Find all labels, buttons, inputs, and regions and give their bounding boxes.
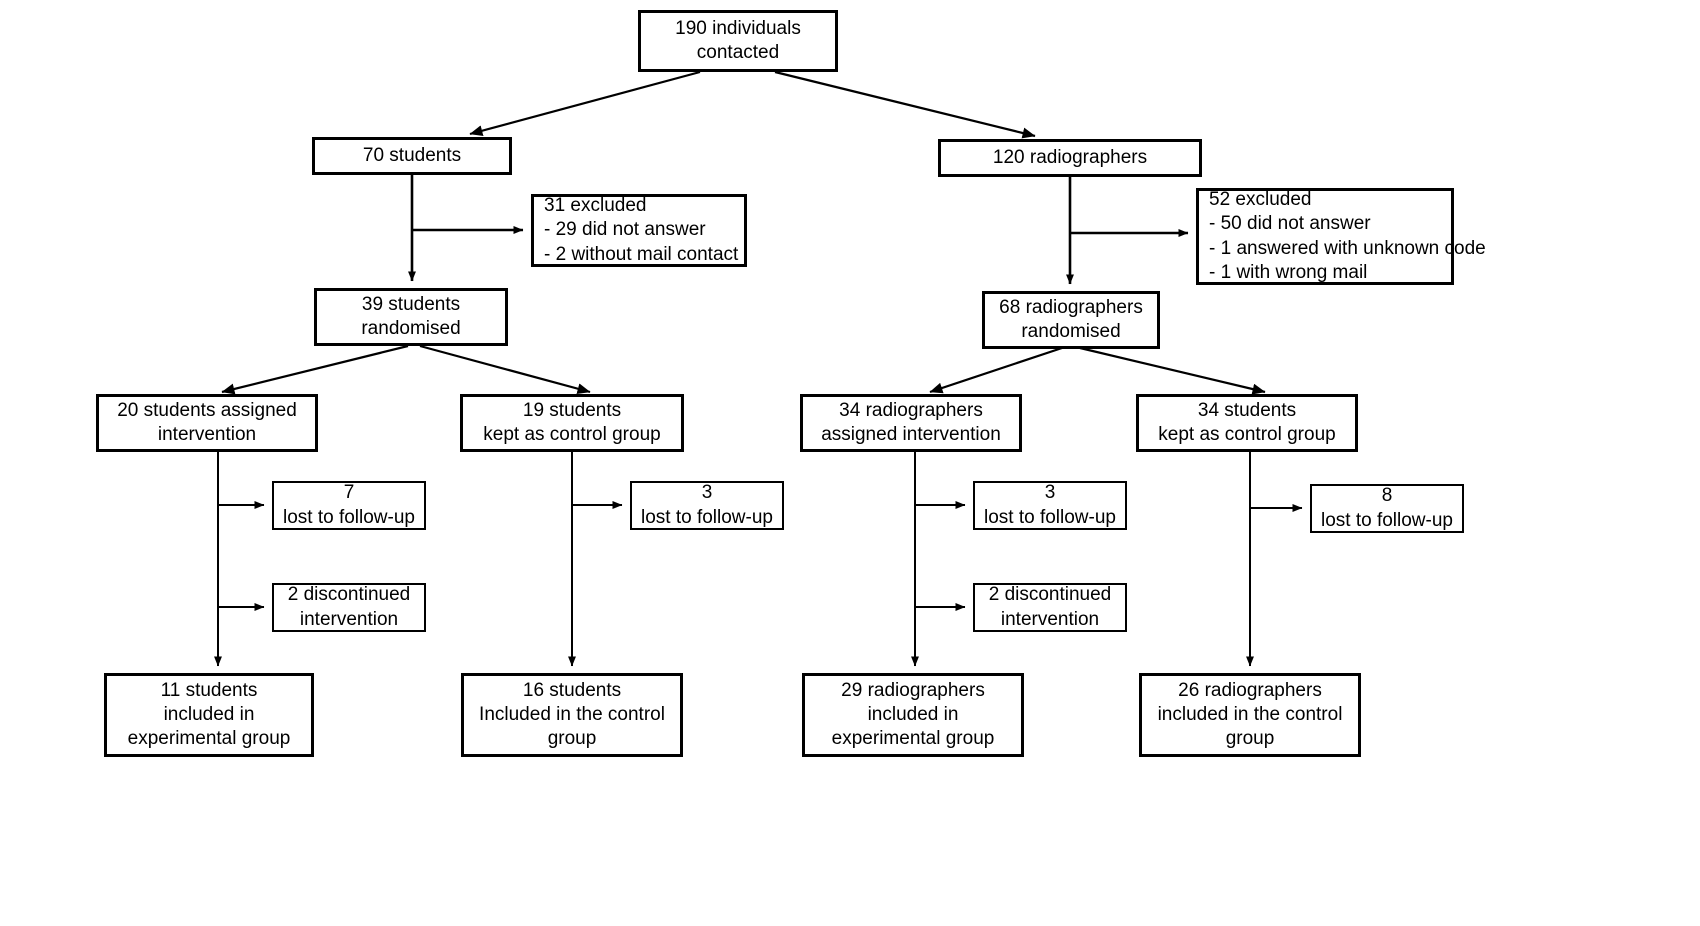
node-radiographers-excluded-line-1: 52 excluded	[1209, 188, 1312, 210]
node-students-control-final[interactable]: 16 students Included in the control grou…	[461, 673, 683, 757]
node-students-control-final-line-3: group	[547, 728, 597, 750]
node-contacted-line-1: 190 individuals	[675, 17, 801, 39]
node-students-intervention-line-2: intervention	[157, 424, 257, 445]
node-radiographers-randomised-line-1: 68 radiographers	[999, 296, 1143, 318]
node-students-intervention-discontinued-line-2: intervention	[299, 608, 399, 630]
node-radiographers-control-line-1: 34 students	[1197, 399, 1297, 421]
node-radiographers-experimental-final[interactable]: 29 radiographers included in experimenta…	[802, 673, 1024, 757]
node-radiographers-control-lost-line-2: lost to follow-up	[1320, 509, 1453, 531]
node-radiographers-experimental-final-line-2: included in	[867, 703, 959, 725]
edge-randomised-students-to-control	[419, 344, 591, 395]
node-radiographers-excluded-line-4: - 1 with wrong mail	[1209, 261, 1368, 283]
node-students-intervention-lost-line-2: lost to follow-up	[282, 506, 415, 528]
node-students-experimental-final-line-3: experimental group	[127, 728, 291, 750]
node-students-randomised[interactable]: 39 students randomised	[314, 288, 508, 346]
node-students-intervention-lost-line-1: 7	[343, 482, 355, 504]
node-students-excluded[interactable]: 31 excluded - 29 did not answer - 2 with…	[531, 194, 747, 267]
node-radiographers-control-final-line-2: included in the control	[1157, 703, 1343, 725]
node-radiographers-intervention-discontinued-line-1: 2 discontinued	[988, 584, 1112, 606]
node-students-control-final-line-2: Included in the control	[479, 703, 665, 725]
node-radiographers-experimental-final-line-3: experimental group	[831, 728, 995, 750]
node-radiographers-total-line-1: 120 radiographers	[992, 146, 1148, 168]
node-radiographers-intervention-line-1: 34 radiographers	[839, 399, 983, 421]
node-radiographers-excluded-line-3: - 1 answered with unknown code	[1209, 237, 1486, 259]
node-students-experimental-final-line-2: included in	[163, 703, 255, 725]
node-radiographers-control-line-2: kept as control group	[1158, 424, 1336, 445]
node-students-randomised-line-2: randomised	[361, 318, 461, 339]
node-contacted-line-2: contacted	[696, 42, 780, 63]
node-students-intervention-line-1: 20 students assigned	[117, 399, 297, 421]
node-students-intervention-discontinued[interactable]: 2 discontinued intervention	[272, 583, 426, 632]
node-students-control-lost-line-2: lost to follow-up	[640, 506, 773, 528]
node-students-experimental-final[interactable]: 11 students included in experimental gro…	[104, 673, 314, 757]
node-radiographers-randomised[interactable]: 68 radiographers randomised	[982, 291, 1160, 349]
edge-randomised-students-to-intervention	[221, 344, 409, 395]
node-students-excluded-line-2: - 29 did not answer	[544, 219, 706, 241]
node-radiographers-intervention-line-2: assigned intervention	[821, 424, 1001, 445]
node-students-control[interactable]: 19 students kept as control group	[460, 394, 684, 452]
node-radiographers-intervention-discontinued-line-2: intervention	[1000, 608, 1100, 630]
node-students-excluded-line-3: - 2 without mail contact	[544, 243, 739, 265]
node-radiographers-intervention-lost[interactable]: 3 lost to follow-up	[973, 481, 1127, 530]
node-radiographers-total[interactable]: 120 radiographers	[938, 139, 1202, 177]
edge-contacted-to-students	[469, 70, 701, 137]
node-students-total-line-1: 70 students	[362, 144, 462, 166]
node-students-control-line-2: kept as control group	[483, 424, 661, 445]
node-radiographers-control-lost[interactable]: 8 lost to follow-up	[1310, 484, 1464, 533]
node-radiographers-intervention-discontinued[interactable]: 2 discontinued intervention	[973, 583, 1127, 632]
edge-contacted-to-radiographers	[774, 70, 1036, 139]
node-radiographers-intervention[interactable]: 34 radiographers assigned intervention	[800, 394, 1022, 452]
node-students-intervention-lost[interactable]: 7 lost to follow-up	[272, 481, 426, 530]
node-contacted[interactable]: 190 individuals contacted	[638, 10, 838, 72]
node-students-total[interactable]: 70 students	[312, 137, 512, 175]
node-students-randomised-line-1: 39 students	[361, 293, 461, 315]
node-radiographers-intervention-lost-line-2: lost to follow-up	[983, 506, 1116, 528]
node-students-control-final-line-1: 16 students	[522, 679, 622, 701]
node-radiographers-control-final[interactable]: 26 radiographers included in the control…	[1139, 673, 1361, 757]
node-students-experimental-final-line-1: 11 students	[160, 679, 258, 701]
node-radiographers-control-final-line-1: 26 radiographers	[1178, 679, 1322, 701]
node-students-control-lost-line-1: 3	[701, 482, 713, 504]
node-radiographers-control-lost-line-1: 8	[1381, 485, 1393, 507]
node-students-control-line-1: 19 students	[522, 399, 622, 421]
node-students-control-lost[interactable]: 3 lost to follow-up	[630, 481, 784, 530]
edge-randomised-radiographers-to-control	[1079, 346, 1266, 395]
node-students-intervention-discontinued-line-1: 2 discontinued	[287, 584, 411, 606]
node-radiographers-excluded[interactable]: 52 excluded - 50 did not answer - 1 answ…	[1196, 188, 1486, 285]
node-students-excluded-line-1: 31 excluded	[544, 195, 647, 217]
node-students-intervention[interactable]: 20 students assigned intervention	[96, 394, 318, 452]
node-radiographers-intervention-lost-line-1: 3	[1044, 482, 1056, 504]
node-radiographers-control[interactable]: 34 students kept as control group	[1136, 394, 1358, 452]
node-radiographers-excluded-line-2: - 50 did not answer	[1209, 213, 1371, 235]
edge-randomised-radiographers-to-intervention	[929, 346, 1063, 394]
node-radiographers-randomised-line-2: randomised	[1021, 321, 1121, 342]
node-radiographers-control-final-line-3: group	[1225, 728, 1275, 750]
node-radiographers-experimental-final-line-1: 29 radiographers	[841, 679, 985, 701]
